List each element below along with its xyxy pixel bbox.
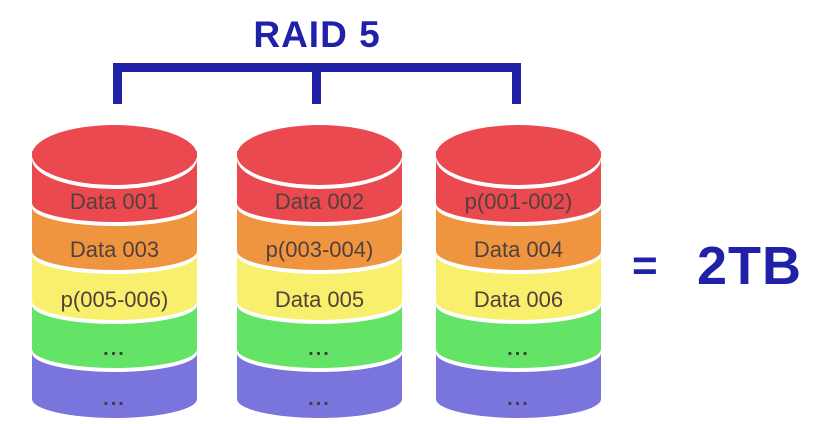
band-label: Data 002 [274,189,365,214]
band-label: ... [103,388,126,410]
disk-top-cap [32,125,197,185]
equals-sign: = [632,241,658,290]
disk-2: Data 002 p(003-004) Data 005 ... ... [237,125,402,421]
band-label: ... [507,338,530,360]
bracket-drop-middle [312,63,321,104]
band-label: ... [507,388,530,410]
capacity-value: 2TB [696,236,802,296]
bracket-drop-right [512,63,521,104]
disk-1: Data 001 Data 003 p(005-006) ... ... [32,125,197,421]
band-label: Data 003 [69,237,160,262]
diagram-title: RAID 5 [253,14,381,55]
band-label: ... [308,338,331,360]
capacity-equation: = 2TB [632,231,802,301]
band-label: Data 004 [473,237,564,262]
band-label: p(005-006) [60,287,169,312]
disk-top-cap [436,125,601,185]
band-label: ... [103,338,126,360]
band-label: Data 001 [69,189,160,214]
band-label: ... [308,388,331,410]
band-label: p(001-002) [464,189,573,214]
band-label: Data 005 [274,287,365,312]
band-label: p(003-004) [265,237,374,262]
disk-top-cap [237,125,402,185]
band-label: Data 006 [473,287,564,312]
disk-3: p(001-002) Data 004 Data 006 ... ... [436,125,601,421]
bracket-drop-left [113,63,122,104]
